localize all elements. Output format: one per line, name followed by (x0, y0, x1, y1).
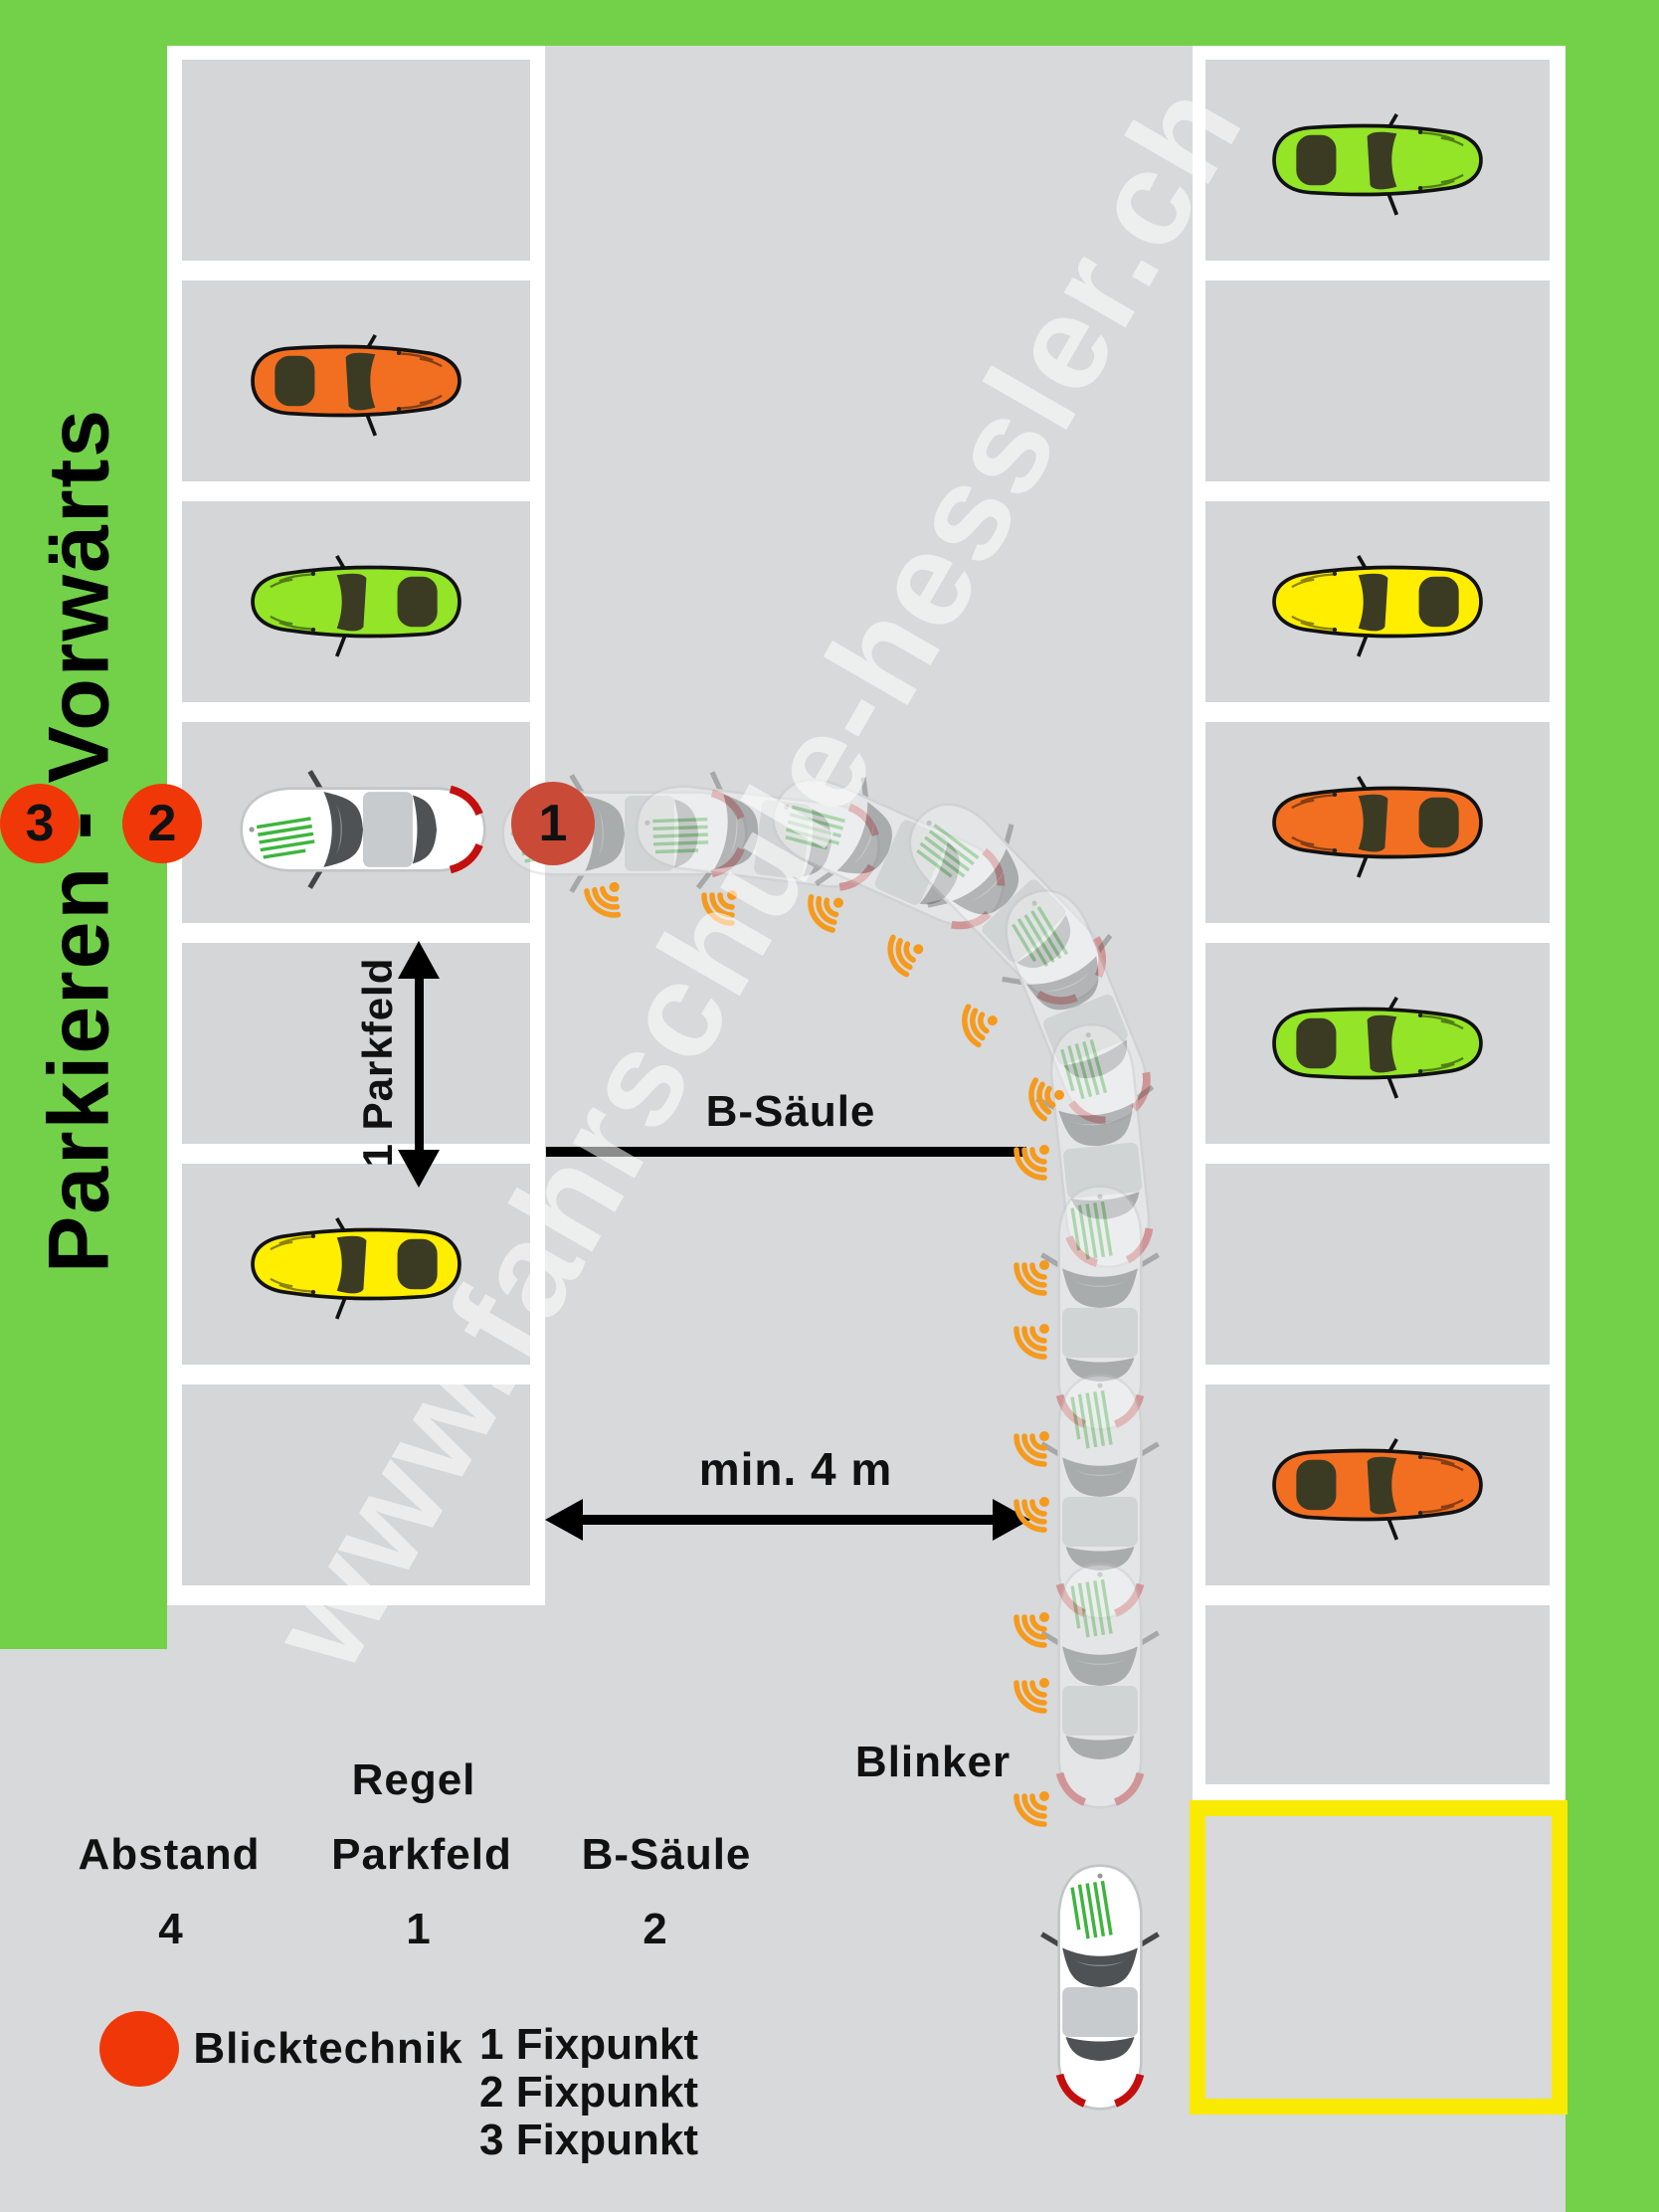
blinker-signal-icon (1005, 1257, 1052, 1305)
highlighted-parking-space (1190, 1800, 1567, 2115)
legend-col-abstand: Abstand (78, 1830, 261, 1879)
b-saeule-label: B-Säule (705, 1087, 876, 1136)
school-car-parked (212, 768, 514, 891)
fixpunkt-item-2: 2 Fixpunkt (479, 2068, 699, 2117)
min4m-arrow-head-left (545, 1499, 583, 1541)
parked-car-green (1232, 111, 1523, 209)
parkfeld-arrow-label: 1 Parkfeld (354, 957, 401, 1168)
top-green-strip (0, 0, 1659, 46)
parking-space-left-1 (182, 60, 530, 261)
fixpunkt-item-1: 1 Fixpunkt (479, 2020, 699, 2069)
parked-car-orange (1232, 1436, 1523, 1534)
blinker-signal-icon (938, 994, 1004, 1059)
parkfeld-arrow-shaft (415, 973, 424, 1156)
parking-space-right-8 (1205, 1605, 1550, 1784)
blinker-signal-icon (865, 925, 929, 989)
parkfeld-arrow-head-up (398, 941, 440, 979)
blinker-signal-icon (1005, 1428, 1052, 1476)
blicktechnik-dot (99, 2011, 179, 2087)
parked-car-green (1232, 995, 1523, 1092)
school-car-start-position (1038, 1836, 1162, 2138)
legend-val-parkfeld: 1 (406, 1905, 432, 1953)
legend-blicktechnik: Blicktechnik (193, 2024, 463, 2073)
parked-car-orange (1232, 774, 1523, 871)
min4m-label: min. 4 m (698, 1443, 893, 1495)
parked-car-yellow (1232, 553, 1523, 650)
legend-regel: Regel (351, 1755, 476, 1804)
parked-car-orange (211, 332, 501, 430)
parking-space-left-5 (182, 943, 530, 1144)
ghost-school-car-9 (1038, 1535, 1162, 1837)
legend-col-parkfeld: Parkfeld (331, 1830, 512, 1879)
blinker-signal-icon (1005, 1142, 1052, 1190)
min4m-arrow-shaft (577, 1515, 999, 1525)
parked-car-green (211, 553, 501, 650)
legend-col-b-saeule: B-Säule (581, 1830, 752, 1879)
blinker-signal-icon (1005, 1321, 1052, 1369)
parkfeld-arrow-head-down (398, 1150, 440, 1188)
legend-val-abstand: 4 (158, 1905, 184, 1953)
blinker-signal-icon (1005, 1609, 1052, 1657)
legend-blinker: Blinker (854, 1738, 1012, 1786)
fixpoint-circle-2: 2 (122, 784, 202, 863)
parking-space-left-7 (182, 1384, 530, 1585)
fixpoint-circle-3: 3 (0, 784, 80, 863)
fixpoint-circle-1: 1 (511, 782, 595, 865)
parking-space-right-6 (1205, 1164, 1550, 1365)
blinker-signal-icon (1005, 1788, 1052, 1836)
right-green-band (1566, 0, 1659, 2212)
legend-val-b-saeule: 2 (643, 1905, 668, 1953)
parking-space-right-2 (1205, 280, 1550, 481)
fixpunkt-list: 1 Fixpunkt 2 Fixpunkt 3 Fixpunkt (479, 2021, 698, 2164)
blinker-signal-icon (574, 878, 628, 932)
blinker-signal-icon (1005, 1494, 1052, 1542)
fixpunkt-item-3: 3 Fixpunkt (479, 2116, 699, 2164)
blinker-signal-icon (1005, 1675, 1052, 1723)
b-saeule-line (546, 1147, 1026, 1157)
